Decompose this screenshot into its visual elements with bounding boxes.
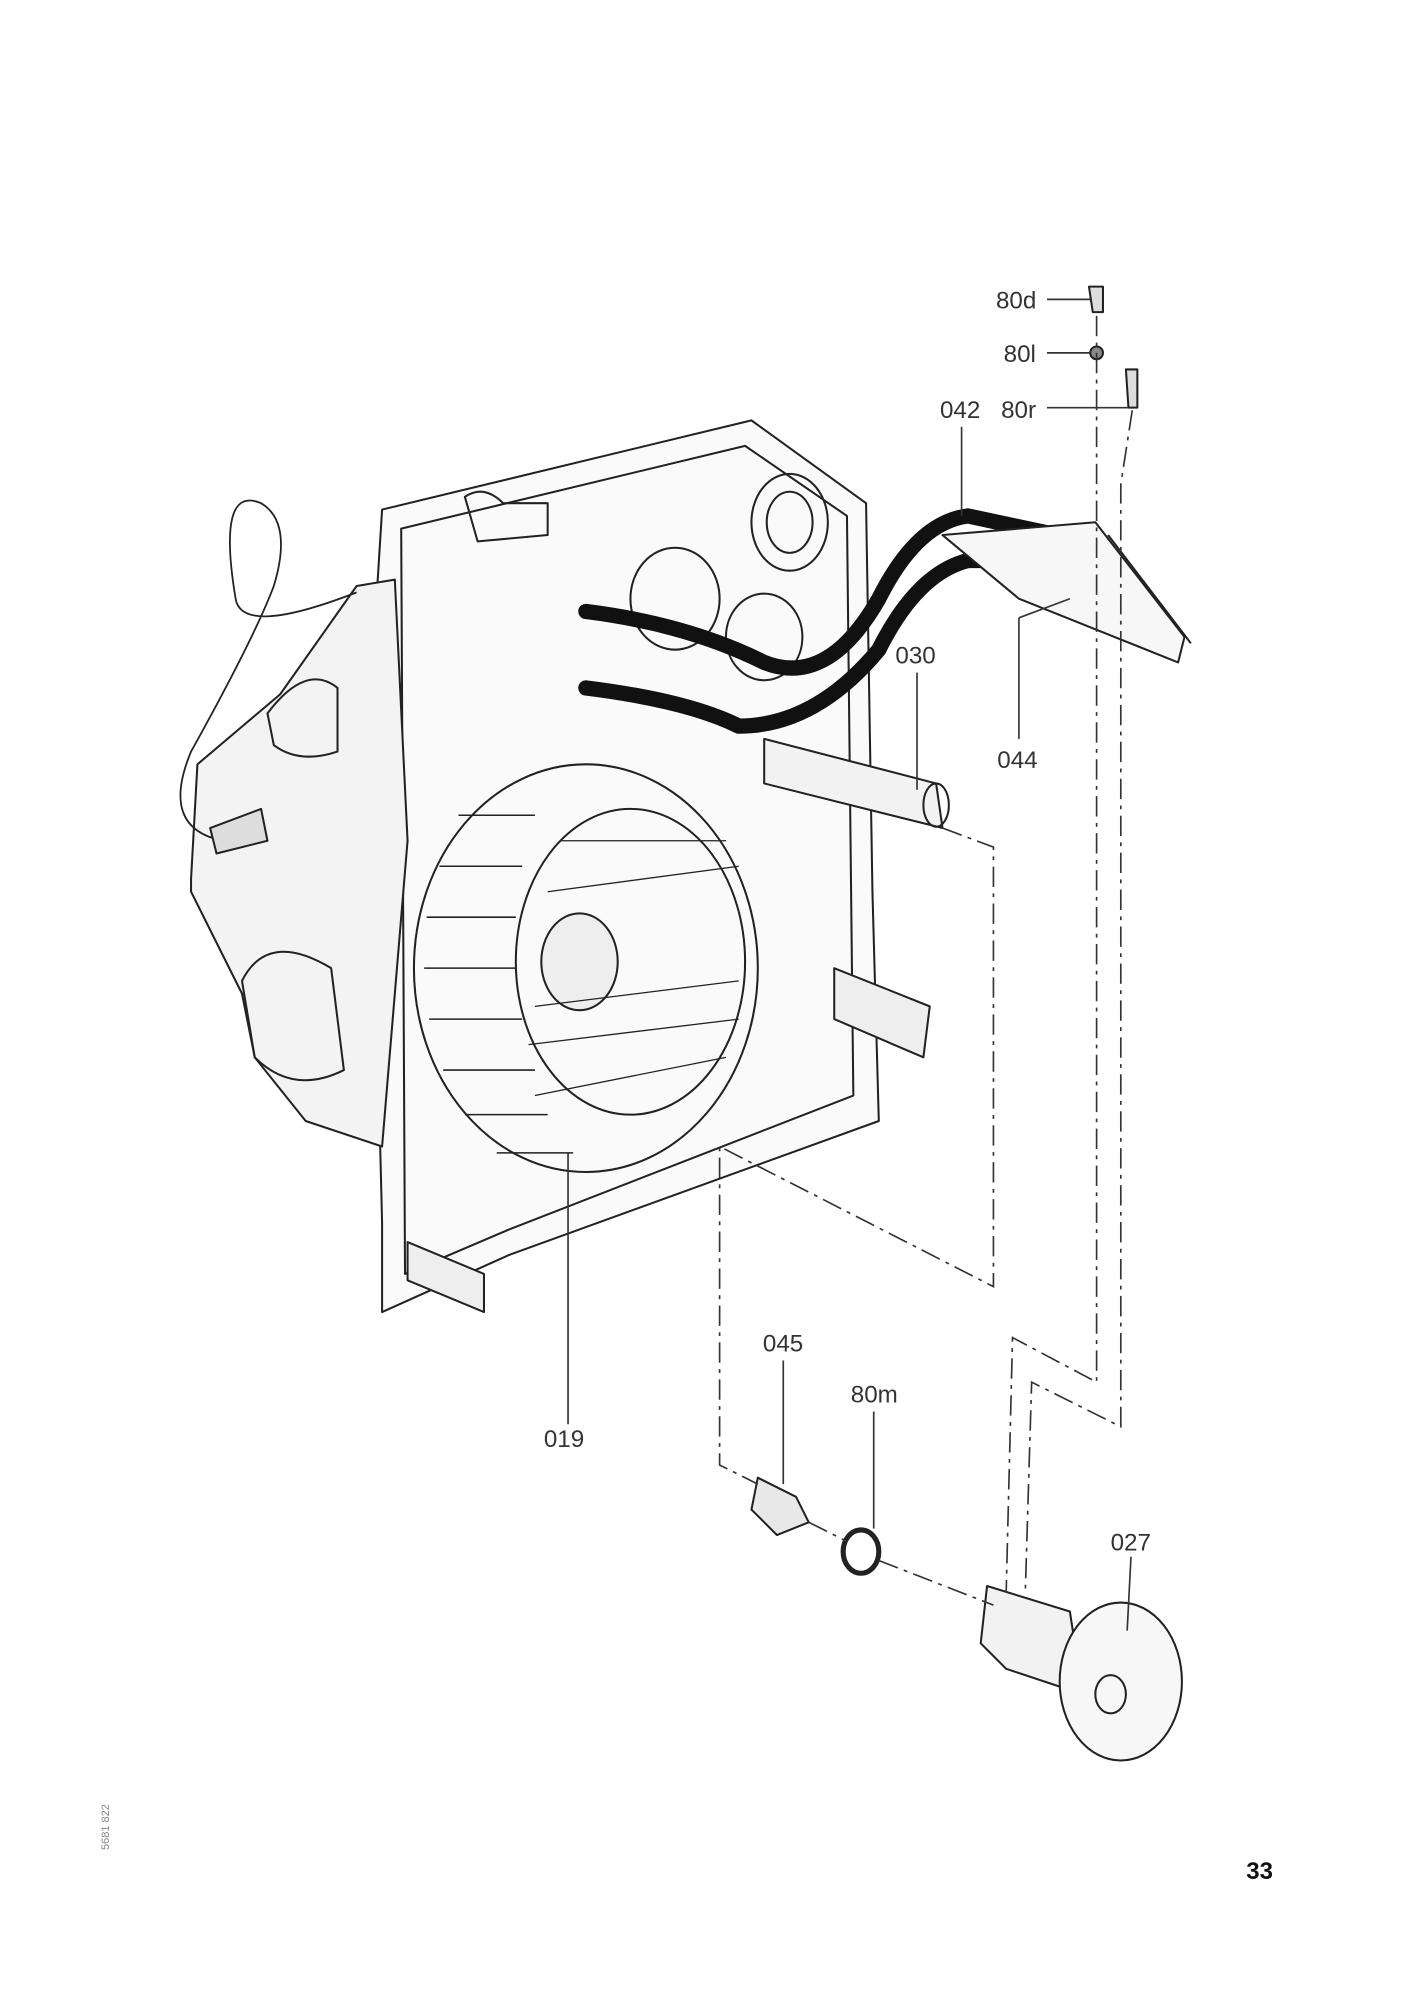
part-label-044: 044 <box>997 747 1037 774</box>
part-label-030: 030 <box>895 643 935 670</box>
part-label-019: 019 <box>544 1426 584 1453</box>
nozzle-holder-027 <box>979 1584 1183 1762</box>
part-label-80r: 80r <box>1001 397 1036 424</box>
o-ring-80m <box>840 1527 882 1576</box>
part-label-80l: 80l <box>1004 341 1036 368</box>
valve-block <box>190 578 409 1148</box>
part-label-80d: 80d <box>996 287 1036 314</box>
part-label-042: 042 <box>940 397 980 424</box>
page-number: 33 <box>1246 1858 1273 1885</box>
hose-lower <box>578 552 1065 734</box>
sensor-wire <box>179 499 357 842</box>
part-label-80m: 80m <box>851 1382 898 1409</box>
hose-upper <box>578 508 1065 676</box>
fan-wheel <box>412 763 759 1173</box>
nozzle-045 <box>750 1476 810 1537</box>
part-label-045: 045 <box>763 1331 803 1358</box>
document-code: 5681 822 <box>100 1804 112 1850</box>
part-label-027: 027 <box>1111 1529 1151 1556</box>
bracket-044 <box>941 521 1186 664</box>
